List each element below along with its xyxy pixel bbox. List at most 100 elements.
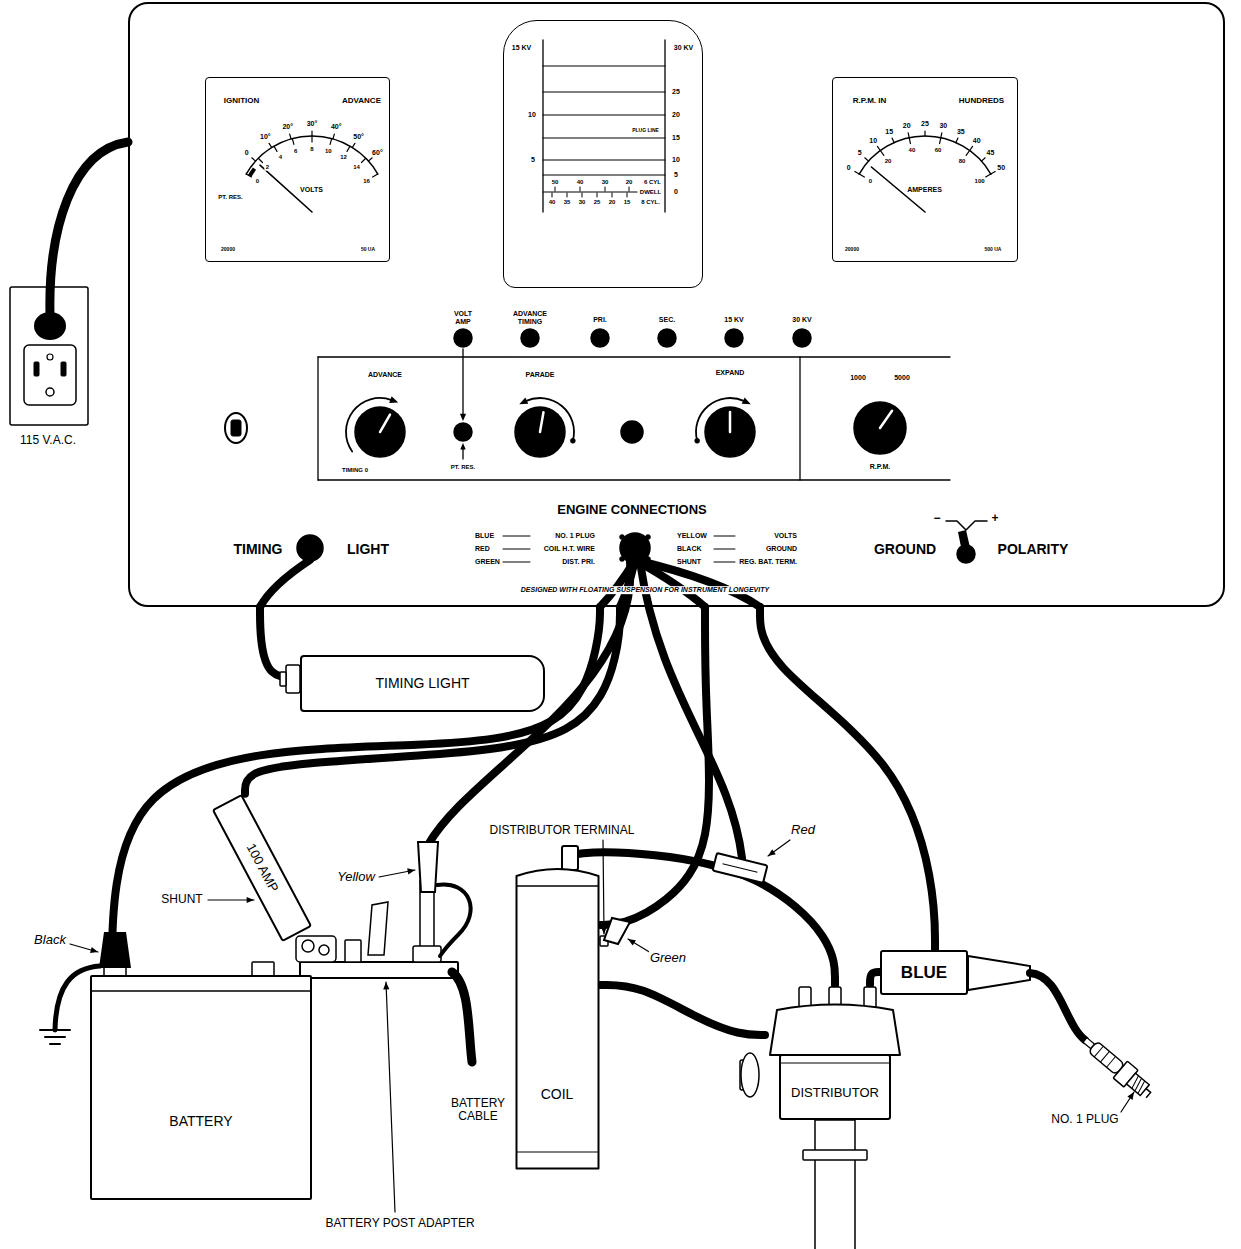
- dwell-scale-line: [543, 191, 637, 192]
- label-text: BLUE: [474, 532, 495, 540]
- label-text: 2: [265, 164, 270, 171]
- label-text: BATTERY CABLE: [442, 1097, 514, 1123]
- label-text: 15 KV: [723, 316, 744, 324]
- outlet-ground-hole: [46, 388, 54, 396]
- node-text: R.P.M. IN: [853, 96, 887, 105]
- node-text: TIMING LIGHT: [375, 676, 469, 691]
- dwell-tick: [580, 187, 581, 191]
- label-text: PT. RES.: [450, 464, 476, 471]
- leader-arrow-head: [601, 927, 607, 934]
- leader-arrow-head: [768, 849, 776, 856]
- meter-tick: [865, 158, 869, 161]
- label-text: 15: [623, 199, 632, 206]
- leader-line: [386, 982, 395, 1212]
- coil-body: [517, 869, 599, 1169]
- timing-light-cable: [260, 560, 310, 607]
- adapter-plate: [300, 962, 458, 978]
- label-text: Red: [790, 823, 816, 837]
- connector-lug: [646, 557, 651, 562]
- label-text: 16: [362, 177, 371, 184]
- green-clip: [604, 918, 630, 944]
- leader-line: [768, 840, 790, 856]
- scope-grid-line: [543, 114, 665, 115]
- power-plug: [34, 312, 66, 340]
- clamp-bolt: [302, 940, 314, 952]
- scope-screen: 15 KV30 KVPLUG LINEDWELL6 CYL8 CYL.: [503, 20, 703, 288]
- label-text: EXPAND: [715, 369, 746, 377]
- meter-tick: [991, 172, 995, 175]
- node-text: HUNDREDS: [959, 96, 1004, 105]
- label-text: TIMING: [233, 542, 284, 557]
- label-text: 10°: [259, 134, 272, 142]
- node-text: ADVANCE: [342, 96, 381, 105]
- label-text: 115 V.A.C.: [19, 434, 77, 447]
- panel-frame-line: [318, 356, 950, 357]
- scope-grid-line: [543, 137, 665, 138]
- meter-scale-arc: [246, 136, 378, 174]
- distributor-shaft: [815, 1120, 855, 1249]
- label-text: 10: [671, 156, 681, 164]
- meter-tick: [892, 138, 894, 143]
- label-text: 20°: [281, 124, 294, 132]
- label-text: NO. 1 PLUG: [1050, 1113, 1119, 1126]
- meter-tick: [258, 158, 262, 162]
- connector-lug: [646, 535, 651, 540]
- knob-arrow-head: [519, 397, 528, 404]
- meter-tick: [361, 158, 365, 162]
- push-button: [621, 421, 643, 443]
- control-knob: [854, 402, 906, 454]
- label-text: 10: [868, 137, 878, 145]
- battery: BATTERY: [90, 975, 312, 1200]
- outlet-slot: [61, 362, 66, 376]
- red-pickup-stripe: [723, 864, 758, 873]
- label-text: 50°: [352, 134, 365, 142]
- leader-arrow-head: [383, 982, 389, 989]
- label-text: BLACK: [676, 545, 703, 553]
- label-text: DIST. PRI.: [561, 558, 596, 566]
- polarity-bracket: [946, 521, 987, 530]
- engine-connector-hub: [620, 533, 650, 563]
- meter-tick: [330, 139, 332, 145]
- label-text: 60°: [371, 149, 384, 157]
- label-text: TIMING 0: [341, 467, 369, 474]
- scope-grid-line: [543, 91, 665, 92]
- label-text: 4: [278, 154, 283, 161]
- tach-ammeter-dial: R.P.M. INHUNDREDSAMPERES: [832, 77, 1018, 262]
- label-text: 60: [934, 147, 943, 154]
- node-text: DWELL: [640, 188, 661, 195]
- label-text: 30°: [306, 120, 319, 128]
- clamp-bolt: [319, 945, 329, 955]
- meter-tick: [290, 134, 291, 139]
- label-text: YELLOW: [676, 532, 708, 540]
- label-text: GREEN: [474, 558, 501, 566]
- key-dash: [503, 549, 530, 550]
- label-text: R.P.M.: [869, 463, 892, 471]
- key-dash: [714, 549, 735, 550]
- label-text: 40°: [330, 124, 343, 132]
- label-text: DESIGNED WITH FLOATING SUSPENSION FOR IN…: [520, 586, 770, 594]
- meter-tick: [877, 146, 880, 150]
- adapter-lever: [368, 902, 388, 955]
- plug-rib: [1107, 1056, 1116, 1067]
- meter-tick: [908, 133, 909, 138]
- label-text: 100: [974, 177, 986, 184]
- blue-lead: [635, 560, 760, 607]
- label-text: DISTRIBUTOR TERMINAL: [489, 824, 636, 837]
- label-text: 50: [551, 179, 560, 186]
- battery-cable: [452, 972, 472, 1062]
- dwell-tick: [555, 187, 556, 191]
- node-text: 8 CYL.: [641, 198, 660, 205]
- spark-plug: [1078, 1032, 1156, 1103]
- indicator-arrow-head: [460, 443, 465, 449]
- node-text: VOLTS: [300, 186, 323, 194]
- cable-connector: [570, 853, 835, 985]
- adapter-clamp: [296, 936, 336, 962]
- distributor-cap: [770, 1005, 900, 1056]
- key-dash: [714, 562, 735, 563]
- node-text: 100 AMP: [243, 841, 280, 894]
- black-clip: [99, 932, 131, 968]
- label-text: PRI.: [592, 316, 608, 324]
- yellow-jumper: [437, 884, 471, 956]
- coil-outline: [515, 860, 600, 1170]
- panel-frame-line: [317, 357, 318, 480]
